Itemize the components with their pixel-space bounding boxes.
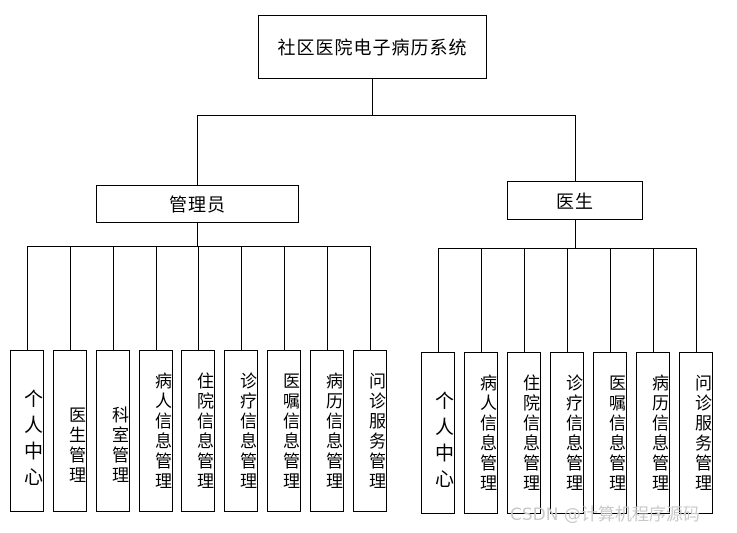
admin-module-inpatient-info: 住院信息管理 <box>181 350 215 512</box>
admin-module-diagnosis-info: 诊疗信息管理 <box>224 350 258 512</box>
root-node: 社区医院电子病历系统 <box>258 15 487 79</box>
admin-module-patient-info: 病人信息管理 <box>139 350 173 512</box>
doctor-module-patient-info: 病人信息管理 <box>464 352 498 514</box>
doctor-module-medical-record-info: 病历信息管理 <box>636 352 670 514</box>
admin-module-medical-record-info: 病历信息管理 <box>310 350 344 512</box>
doctor-module-diagnosis-info: 诊疗信息管理 <box>550 352 584 514</box>
admin-label: 管理员 <box>169 195 226 216</box>
admin-module-department-management: 科室管理 <box>96 350 130 512</box>
admin-module-consultation-service: 问诊服务管理 <box>353 350 387 512</box>
admin-module-personal-center: 个人中心 <box>10 350 44 512</box>
doctor-module-inpatient-info: 住院信息管理 <box>507 352 541 514</box>
doctor-module-consultation-service: 问诊服务管理 <box>679 352 713 514</box>
admin-module-medical-order-info: 医嘱信息管理 <box>267 350 301 512</box>
doctor-label: 医生 <box>556 191 594 213</box>
root-label: 社区医院电子病历系统 <box>277 38 468 59</box>
admin-module-doctor-management: 医生管理 <box>53 350 87 512</box>
doctor-module-medical-order-info: 医嘱信息管理 <box>593 352 627 514</box>
doctor-node: 医生 <box>507 181 643 220</box>
admin-node: 管理员 <box>96 185 299 223</box>
csdn-watermark: CSDN @计算机程序源码 <box>510 505 700 525</box>
doctor-module-personal-center: 个人中心 <box>421 352 455 514</box>
